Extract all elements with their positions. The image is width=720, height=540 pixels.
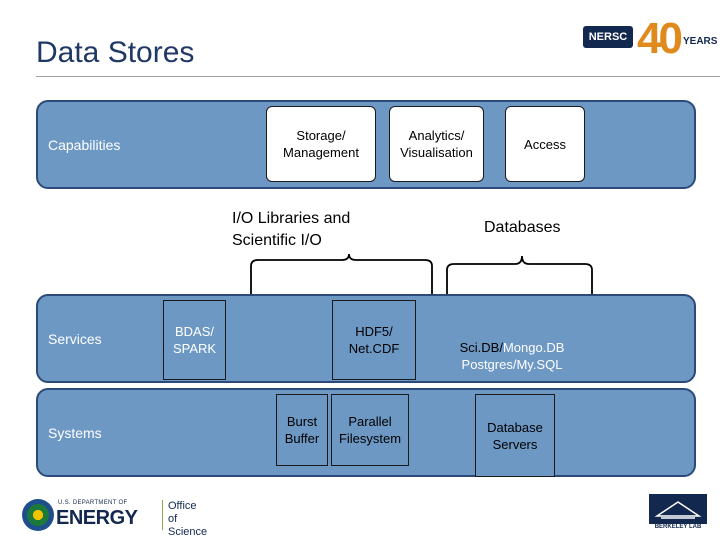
doe-logo-divider (162, 500, 163, 530)
title-divider (36, 76, 720, 77)
doe-seal-icon (22, 499, 54, 531)
systems-label: Systems (48, 425, 102, 441)
hdf5-netcdf-box: HDF5/ Net.CDF (332, 300, 416, 380)
berkeley-building-icon (654, 501, 702, 519)
io-libraries-brace (250, 253, 433, 294)
storage-management-box: Storage/ Management (266, 106, 376, 182)
analytics-visualisation-box: Analytics/ Visualisation (389, 106, 484, 182)
parallel-filesystem-box: Parallel Filesystem (331, 394, 409, 466)
berkeley-lab-mark (649, 494, 707, 524)
scidb-label: Sci.DB/ (459, 340, 503, 355)
nersc-years-text: YEARS (683, 36, 718, 47)
doe-energy-wordmark: ENERGY (56, 507, 138, 529)
capabilities-label: Capabilities (48, 137, 121, 153)
access-box: Access (505, 106, 585, 182)
page-title: Data Stores (36, 36, 195, 69)
postgres-mysql-label: Postgres/My.SQL (461, 357, 563, 372)
doe-office-text: Office of Science (168, 500, 208, 538)
services-label: Services (48, 331, 102, 347)
doe-office-of-science-logo: U.S. DEPARTMENT OF ENERGY Office of Scie… (22, 497, 207, 538)
database-servers-box: Database Servers (475, 394, 555, 477)
berkeley-lab-text: BERKELEY LAB (654, 524, 702, 530)
io-libraries-heading: I/O Libraries and Scientific I/O (232, 210, 351, 249)
nersc-40-mark: 40 (637, 14, 683, 63)
databases-services-text: Sci.DB/Mongo.DB Postgres/My.SQL (452, 322, 572, 373)
nersc-40-years-logo: NERSC 40 YEARS (583, 14, 718, 68)
mongodb-label: Mongo.DB (502, 340, 565, 355)
bdas-spark-box: BDAS/ SPARK (163, 300, 226, 380)
berkeley-lab-logo: BERKELEY LAB (649, 494, 707, 536)
burst-buffer-box: Burst Buffer (276, 394, 328, 466)
nersc-wordmark: NERSC (583, 26, 633, 48)
databases-brace (446, 255, 593, 294)
databases-heading: Databases (484, 219, 561, 236)
doe-department-text: U.S. DEPARTMENT OF (58, 500, 128, 506)
